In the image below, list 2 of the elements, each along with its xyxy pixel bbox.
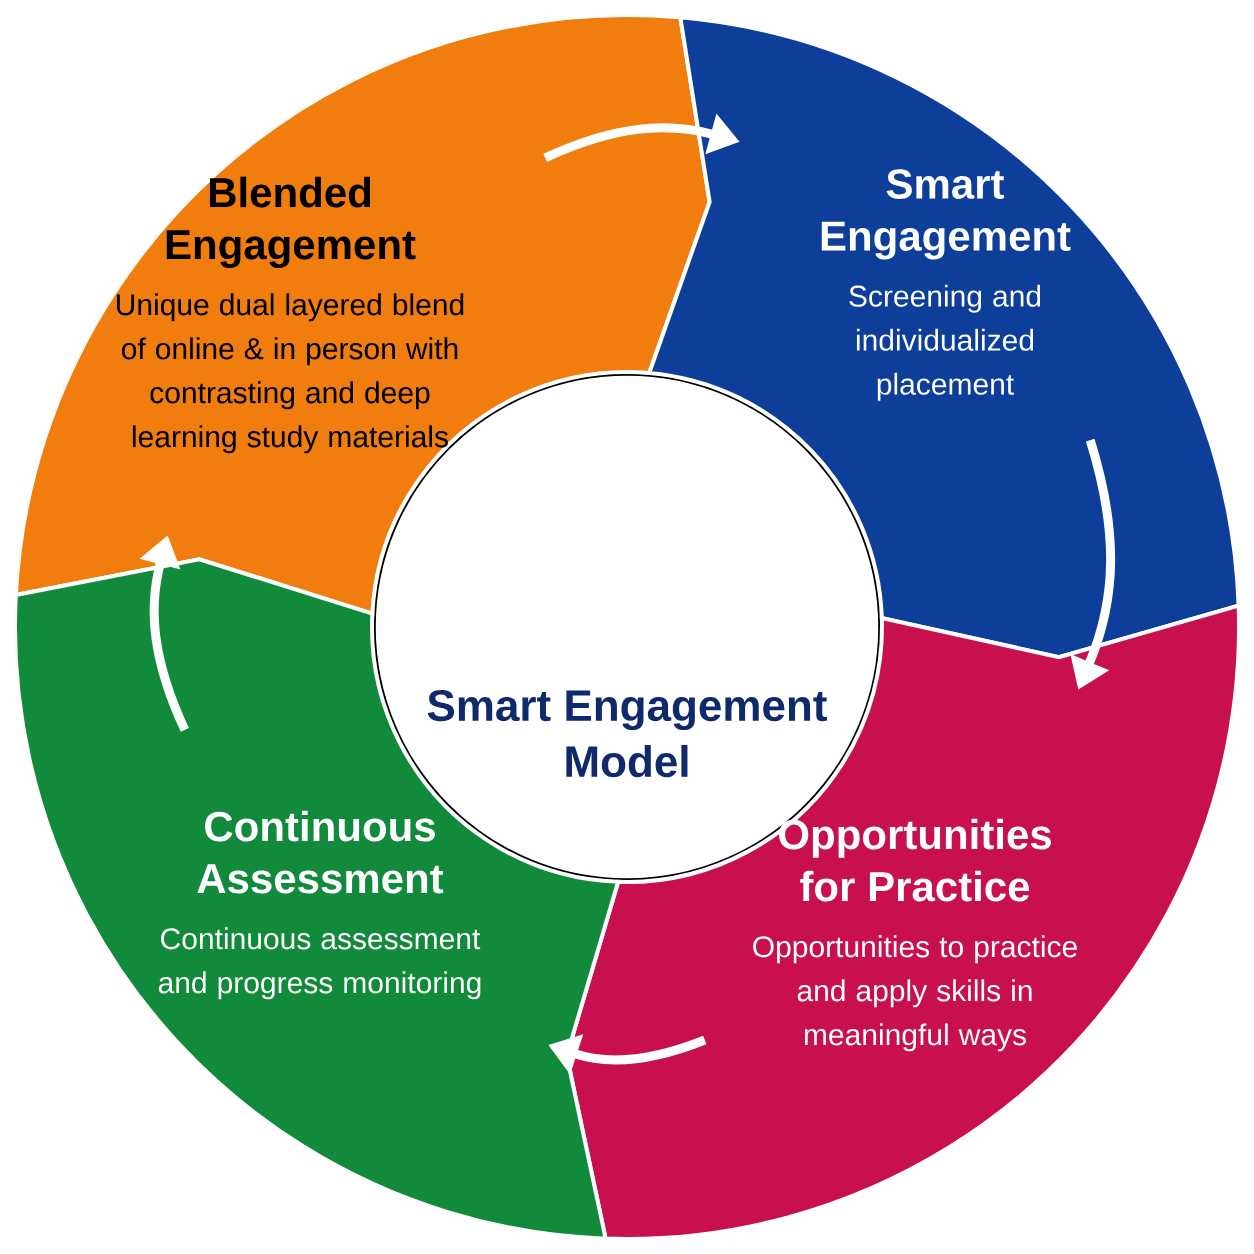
ring-segment: Blended Engagement Unique dual layered blend of online & in person with contrasting and deep learning study materials (13, 13, 712, 616)
ring-segment: Smart Engagement Screening and individualized placement (647, 15, 1241, 660)
